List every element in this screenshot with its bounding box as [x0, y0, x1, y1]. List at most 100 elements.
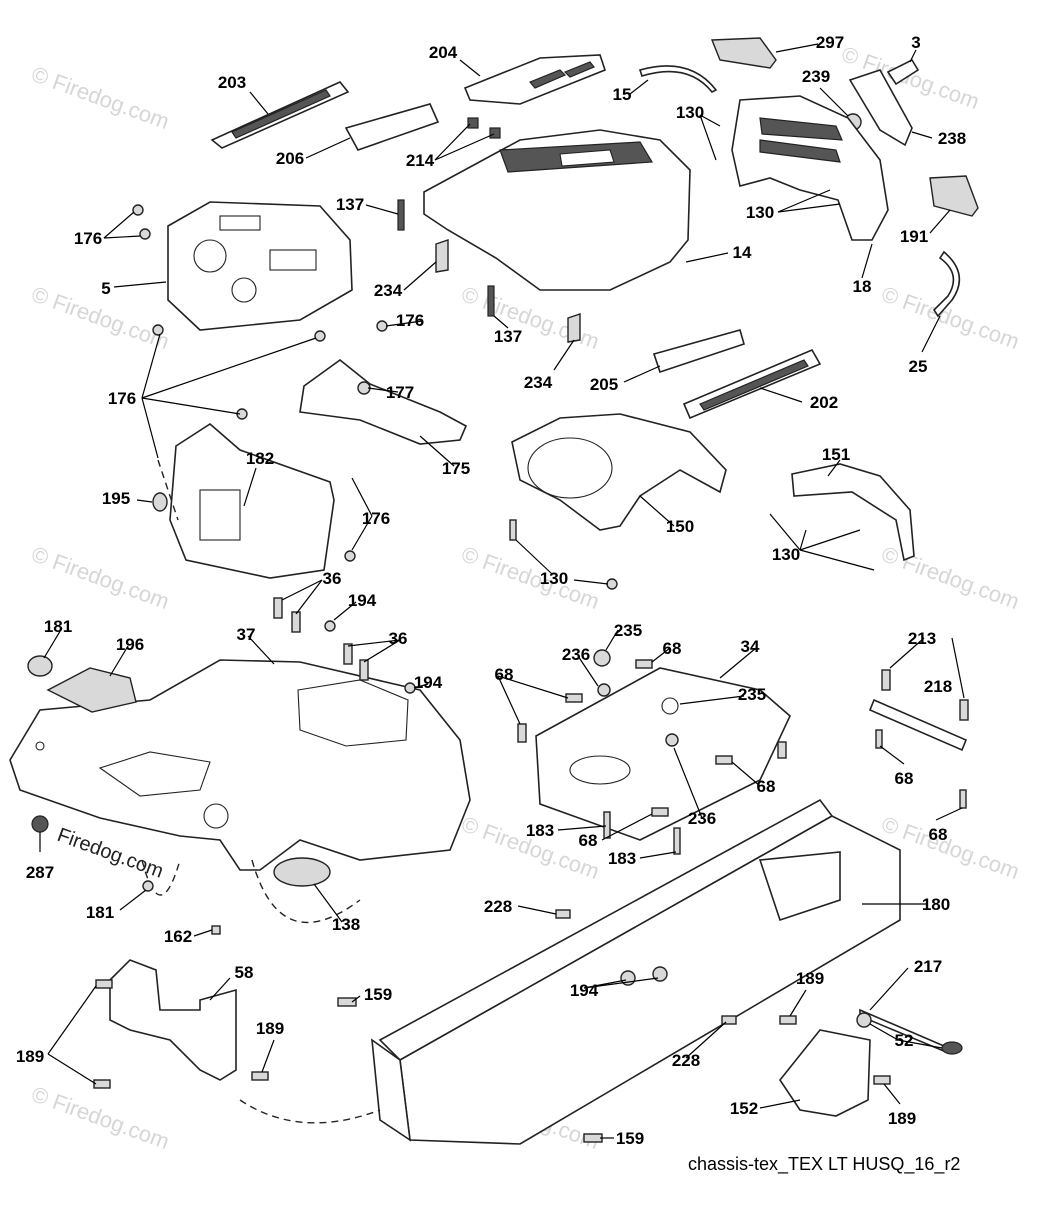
part-181-bushing	[142, 880, 154, 892]
part-176-bolt	[139, 228, 151, 240]
part-130-screw	[509, 519, 517, 541]
part-205-duct	[652, 329, 745, 374]
callout-label-228: 228	[484, 897, 512, 916]
part-181-bushing	[27, 655, 53, 677]
part-189-bolt	[95, 979, 113, 989]
part-159-bolt	[337, 997, 357, 1007]
part-68-bolt	[635, 659, 653, 669]
part-36-bolt	[343, 643, 353, 665]
part-203-grille	[210, 81, 350, 149]
part-34-plate	[535, 667, 791, 841]
callout-label-217: 217	[914, 957, 942, 976]
callout-label-196: 196	[116, 635, 144, 654]
callout-label-189: 189	[888, 1109, 916, 1128]
callout-label-130: 130	[772, 545, 800, 564]
part-5-dash	[167, 201, 353, 331]
part-15-strap	[638, 65, 718, 94]
callout-label-15: 15	[613, 85, 632, 104]
part-68-bolt	[715, 755, 733, 765]
callout-label-138: 138	[332, 915, 360, 934]
part-150-shroud	[511, 413, 727, 531]
part-3-plate	[886, 58, 920, 86]
callout-label-234: 234	[524, 373, 553, 392]
callout-label-191: 191	[900, 227, 928, 246]
callout-label-181: 181	[86, 903, 114, 922]
callout-label-137: 137	[336, 195, 364, 214]
callout-label-194: 194	[348, 591, 377, 610]
callout-label-36: 36	[323, 569, 342, 588]
callout-label-68: 68	[929, 825, 948, 844]
callout-label-68: 68	[579, 831, 598, 850]
part-189-bolt	[251, 1071, 269, 1081]
callout-label-162: 162	[164, 927, 192, 946]
part-18-panel	[731, 95, 889, 241]
callout-label-130: 130	[540, 569, 568, 588]
callout-label-238: 238	[938, 129, 966, 148]
part-183-screw	[673, 827, 681, 855]
part-159-bolt	[583, 1133, 603, 1143]
part-238-lens	[848, 69, 913, 147]
part-218-bracket	[868, 698, 968, 752]
callout-label-235: 235	[614, 621, 642, 640]
part-189-bolt	[779, 1015, 797, 1025]
callout-label-58: 58	[235, 963, 254, 982]
callout-label-130: 130	[676, 103, 704, 122]
part-228-rivet	[721, 1015, 737, 1025]
part-194-nut	[652, 966, 668, 982]
callout-label-218: 218	[924, 677, 952, 696]
part-130-screw	[606, 578, 618, 590]
callout-label-181: 181	[44, 617, 72, 636]
callout-label-34: 34	[741, 637, 760, 656]
part-236-washer	[665, 733, 679, 747]
callout-label-175: 175	[442, 459, 470, 478]
callout-label-287: 287	[26, 863, 54, 882]
part-25-clip	[932, 250, 961, 318]
callout-label-183: 183	[608, 849, 636, 868]
part-228-rivet	[555, 909, 571, 919]
part-58-bracket	[109, 959, 237, 1081]
part-234-pad	[567, 313, 581, 343]
callout-label-213: 213	[908, 629, 936, 648]
part-189-bolt	[93, 1079, 111, 1089]
part-68-bolt	[875, 729, 883, 749]
part-214-clip	[467, 117, 479, 129]
part-37-fender	[9, 659, 471, 871]
callout-label-236: 236	[562, 645, 590, 664]
part-182-console	[169, 423, 335, 579]
callout-label-176: 176	[396, 311, 424, 330]
part-151-bracket	[791, 463, 915, 562]
callout-label-152: 152	[730, 1099, 758, 1118]
callout-label-68: 68	[895, 769, 914, 788]
callout-label-214: 214	[406, 151, 435, 170]
callout-label-189: 189	[256, 1019, 284, 1038]
part-36-bolt	[291, 611, 301, 633]
part-189-bolt	[873, 1075, 891, 1085]
watermark-text: © Firedog.com	[878, 541, 1022, 614]
part-68-bolt	[959, 789, 967, 809]
part-196-knob	[46, 667, 137, 713]
leader-dash	[251, 859, 361, 924]
callout-label-151: 151	[822, 445, 850, 464]
callout-label-195: 195	[102, 489, 130, 508]
leader-dash	[141, 859, 181, 896]
part-235-spacer	[593, 649, 611, 667]
part-152-guard	[779, 1029, 871, 1117]
callout-label-150: 150	[666, 517, 694, 536]
callout-label-25: 25	[909, 357, 928, 376]
part-drawings	[9, 37, 979, 1145]
watermark-inline: Firedog.com	[54, 824, 166, 883]
part-195-grommet	[152, 492, 168, 512]
callout-label-228: 228	[672, 1051, 700, 1070]
callout-label-180: 180	[922, 895, 950, 914]
callout-label-5: 5	[101, 279, 110, 298]
part-68-bolt	[517, 723, 527, 743]
callout-label-206: 206	[276, 149, 304, 168]
part-68-bolt	[777, 741, 787, 759]
callout-label-18: 18	[853, 277, 872, 296]
callout-label-194: 194	[570, 981, 599, 1000]
part-176-bolt	[314, 330, 326, 342]
part-175-bracket	[299, 358, 468, 445]
callout-label-36: 36	[389, 629, 408, 648]
